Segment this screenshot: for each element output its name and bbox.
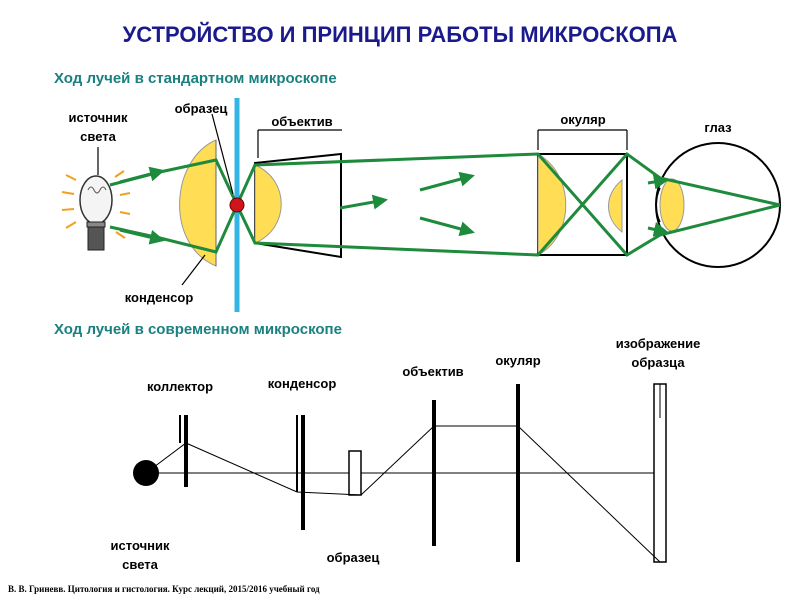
label-eyepiece-2: окуляр <box>495 353 541 368</box>
objective-tube <box>254 152 342 259</box>
label-text: источник <box>110 538 170 553</box>
label-light-source-2: источник света <box>96 536 184 574</box>
label-text: света <box>122 557 158 572</box>
footer-citation: В. В. Гриневв. Цитология и гистология. К… <box>8 584 320 594</box>
label-eye: глаз <box>704 120 732 135</box>
modern-ray-path <box>145 425 661 563</box>
collector-lens <box>179 415 188 487</box>
condenser-lens-2 <box>296 415 305 530</box>
label-text: изображение <box>615 336 701 351</box>
label-light-source: источник света <box>55 108 141 146</box>
label-text: источник <box>68 110 128 125</box>
eye-icon <box>655 142 781 268</box>
label-text: света <box>80 129 116 144</box>
label-specimen: образец <box>174 101 228 116</box>
label-collector: коллектор <box>146 379 214 394</box>
label-text: образца <box>631 355 685 370</box>
section1-heading: Ход лучей в стандартном микроскопе <box>54 70 337 87</box>
specimen-dot <box>229 197 245 213</box>
label-objective-2: объектив <box>402 364 464 379</box>
label-eyepiece: окуляр <box>560 112 606 127</box>
light-bulb-icon <box>79 175 113 251</box>
section2-heading: Ход лучей в современном микроскопе <box>54 321 342 338</box>
label-specimen-2: образец <box>326 550 380 565</box>
label-leaders <box>97 113 628 286</box>
light-rays-icon <box>61 170 131 239</box>
label-image: изображение образца <box>600 334 716 372</box>
condenser-lens <box>179 139 217 267</box>
specimen-slide <box>348 450 362 496</box>
ray-paths <box>109 151 781 257</box>
page-title: УСТРОЙСТВО И ПРИНЦИП РАБОТЫ МИКРОСКОПА <box>122 22 678 47</box>
label-condenser: конденсор <box>124 290 194 305</box>
label-objective: объектив <box>271 114 333 129</box>
label-condenser-2: конденсор <box>267 376 337 391</box>
